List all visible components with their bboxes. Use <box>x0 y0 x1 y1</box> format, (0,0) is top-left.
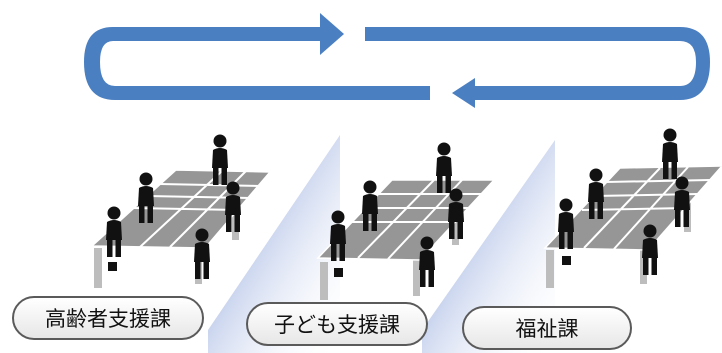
dept-label-child-support: 子ども支援課 <box>246 302 428 346</box>
circular-flow-arrow <box>84 13 710 108</box>
department-group <box>316 142 496 300</box>
department-group <box>543 128 722 288</box>
divider-panel <box>422 140 555 353</box>
person-icon <box>674 176 690 227</box>
divider-panel <box>208 135 340 353</box>
person-icon <box>642 224 658 275</box>
person-icon <box>419 236 435 287</box>
dept-label-elderly-support: 高齢者支援課 <box>12 296 204 340</box>
person-icon <box>106 206 122 257</box>
department-group <box>90 134 272 288</box>
dept-label-welfare: 福祉課 <box>462 306 632 350</box>
